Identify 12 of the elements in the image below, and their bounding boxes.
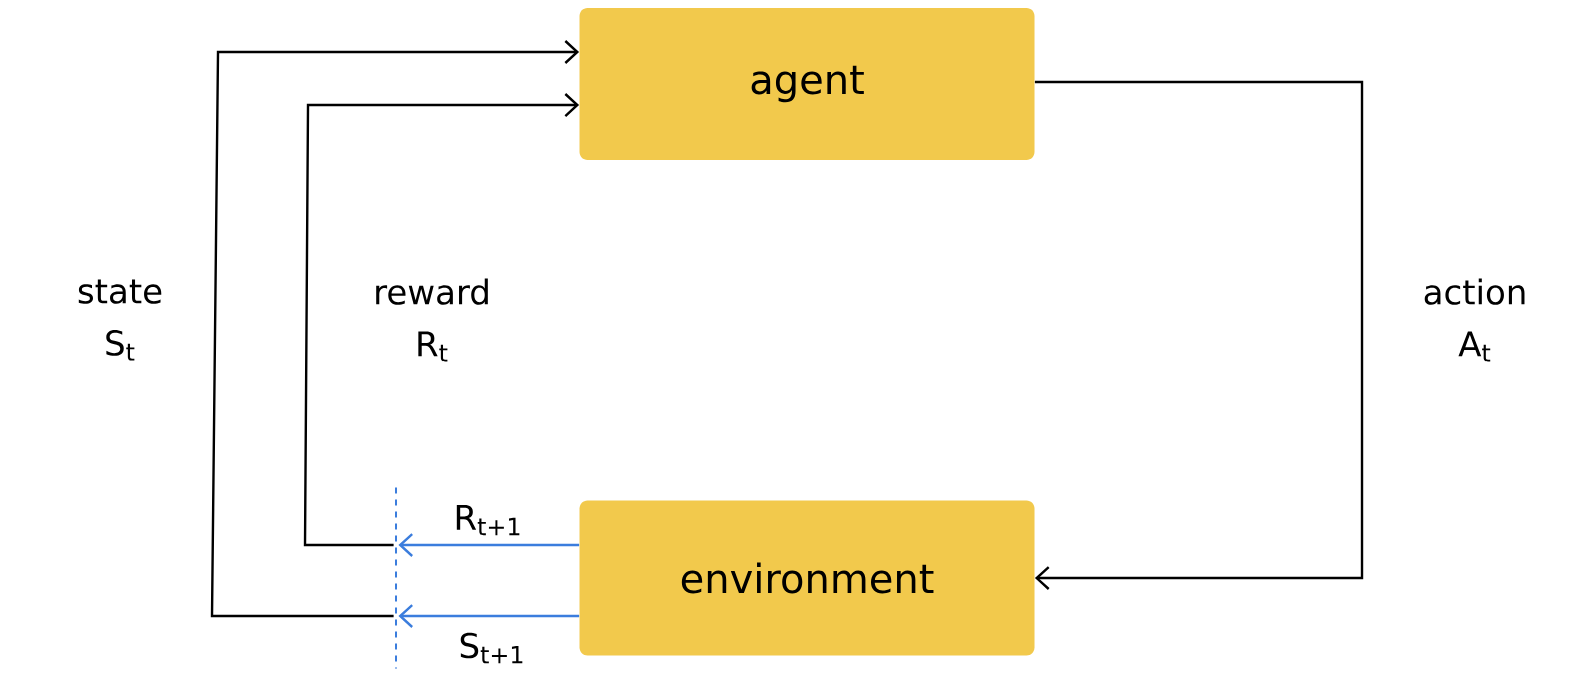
arrow (1034, 80, 1364, 590)
arrow (398, 533, 580, 557)
edge-label: reward R$_{t}$ (376, 278, 488, 362)
arrow (210, 40, 580, 618)
process-box: agent (579, 8, 1035, 160)
arrow (398, 604, 580, 628)
edge-label: action A$_{t}$ (1424, 278, 1525, 362)
edge-label: R$_{t+1}$ (456, 504, 520, 536)
edge-label: S$_{t+1}$ (460, 632, 523, 664)
edge-label: state S$_{t}$ (78, 279, 162, 361)
arrow (303, 93, 580, 547)
process-box: environment (579, 500, 1035, 656)
